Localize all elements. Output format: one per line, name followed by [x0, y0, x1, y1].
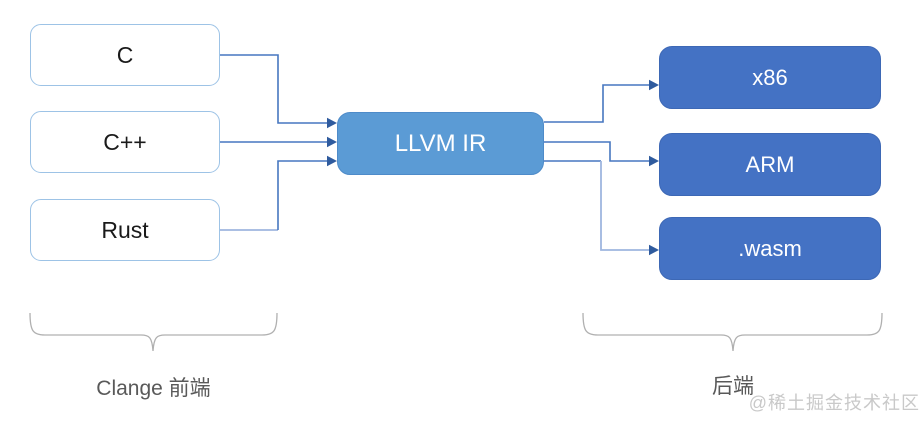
connector-c-to-ir [220, 54, 328, 124]
llvm-ir-box-label: LLVM IR [394, 129, 487, 157]
watermark-text: @稀土掘金技术社区 [748, 393, 920, 413]
frontend-box-cpp: C++ [30, 111, 220, 173]
arrowhead-rust-to-ir-icon [327, 155, 337, 167]
arrowhead-ir-to-x86-icon [649, 79, 659, 91]
backend-brace-icon [582, 312, 883, 352]
frontend-box-rust: Rust [30, 199, 220, 261]
arrowhead-ir-to-arm-icon [649, 155, 659, 167]
arrowhead-cpp-to-ir-icon [327, 136, 337, 148]
connector-ir-to-x86 [544, 84, 650, 123]
backend-group-label: 后端 [712, 375, 754, 398]
backend-box-arm-label: ARM [745, 151, 795, 177]
connector-ir-to-wasm [600, 161, 650, 251]
connector-ir-to-arm [544, 141, 650, 162]
backend-box-wasm: .wasm [659, 217, 881, 280]
frontend-box-rust-label: Rust [101, 216, 149, 243]
frontend-group-label: Clange 前端 [96, 377, 211, 400]
backend-box-arm: ARM [659, 133, 881, 196]
backend-box-x86: x86 [659, 46, 881, 109]
arrowhead-c-to-ir-icon [327, 117, 337, 129]
backend-box-wasm-label: .wasm [738, 235, 802, 261]
connector-rust-to-ir [277, 160, 328, 230]
frontend-box-c: C [30, 24, 220, 86]
arrowhead-ir-to-wasm-icon [649, 244, 659, 256]
frontend-box-cpp-label: C++ [103, 128, 147, 155]
backend-box-x86-label: x86 [752, 64, 788, 90]
frontend-box-c-label: C [116, 41, 134, 68]
frontend-brace-icon [29, 312, 278, 352]
llvm-ir-box: LLVM IR [337, 112, 544, 175]
